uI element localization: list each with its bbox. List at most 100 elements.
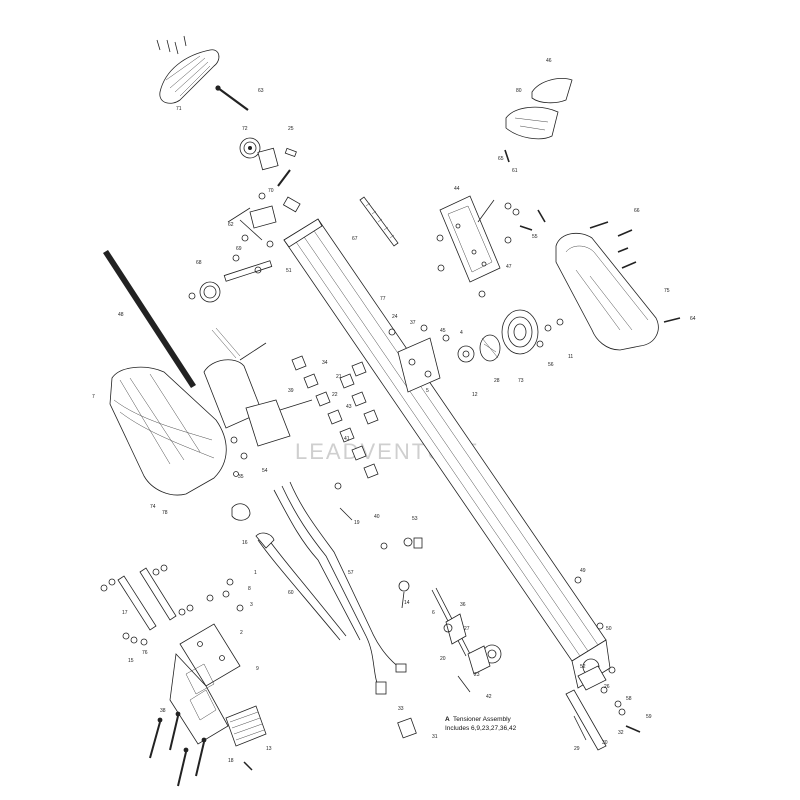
callout: 16 bbox=[242, 540, 248, 546]
bracket-cluster bbox=[227, 192, 277, 248]
callout: 66 bbox=[634, 208, 640, 214]
callout: 54 bbox=[262, 468, 268, 474]
callout: 77 bbox=[380, 296, 386, 302]
callout: 11 bbox=[568, 354, 573, 360]
motor-drum bbox=[457, 309, 564, 363]
rail-end-parts bbox=[565, 576, 641, 751]
callout: 57 bbox=[348, 570, 354, 576]
callout: 63 bbox=[258, 88, 264, 94]
callout: 24 bbox=[392, 314, 398, 320]
callout: 49 bbox=[580, 568, 586, 574]
callout: 60 bbox=[288, 590, 294, 596]
callout: 26 bbox=[604, 684, 610, 690]
tensioner-note: A Tensioner Assembly Includes 6,9,23,27,… bbox=[445, 716, 517, 732]
callout: 1 bbox=[254, 570, 257, 576]
callout-labels: 71 63 72 25 46 80 65 61 44 67 62 66 75 6… bbox=[92, 58, 696, 764]
callout: 4 bbox=[460, 330, 463, 336]
callout: 22 bbox=[332, 392, 338, 398]
callout: 31 bbox=[432, 734, 438, 740]
callout: 78 bbox=[162, 510, 168, 516]
callout: 25 bbox=[288, 126, 294, 132]
callout: 75 bbox=[664, 288, 670, 294]
top-pulley bbox=[239, 137, 301, 213]
callout: 48 bbox=[118, 312, 124, 318]
control-board bbox=[439, 195, 501, 283]
bracket-plate bbox=[169, 623, 241, 745]
callout: 6 bbox=[432, 610, 435, 616]
callout: 44 bbox=[454, 186, 460, 192]
motor-cylinder bbox=[203, 327, 313, 477]
callout: 9 bbox=[256, 666, 259, 672]
callout: 35 bbox=[238, 474, 244, 480]
callout: 33 bbox=[398, 706, 404, 712]
callout: 13 bbox=[266, 746, 272, 752]
callout: 52 bbox=[580, 664, 586, 670]
callout: 34 bbox=[322, 360, 328, 366]
callout: 39 bbox=[288, 388, 294, 394]
right-housing-cover bbox=[555, 221, 681, 351]
callout: 20 bbox=[440, 656, 446, 662]
callout: 43 bbox=[346, 404, 352, 410]
callout: 38 bbox=[160, 708, 166, 714]
slide-pads bbox=[291, 355, 379, 479]
callout: 21 bbox=[336, 374, 342, 380]
callout: 5 bbox=[426, 388, 429, 394]
callout: 61 bbox=[512, 168, 518, 174]
callout: 36 bbox=[460, 602, 466, 608]
small-connector bbox=[231, 482, 353, 549]
callout: 68 bbox=[196, 260, 202, 266]
callout: 42 bbox=[486, 694, 492, 700]
callout: 73 bbox=[518, 378, 524, 384]
callout: 50 bbox=[606, 626, 612, 632]
callout: 2 bbox=[240, 630, 243, 636]
callout: 15 bbox=[128, 658, 134, 664]
callout: 62 bbox=[228, 222, 234, 228]
callout: 51 bbox=[286, 268, 292, 274]
callout: 7 bbox=[92, 394, 95, 400]
callout: 70 bbox=[268, 188, 274, 194]
callout: 56 bbox=[548, 362, 554, 368]
callout: 46 bbox=[546, 58, 552, 64]
rail-bracket bbox=[388, 324, 450, 393]
callout: 65 bbox=[498, 156, 504, 162]
callout: 64 bbox=[690, 316, 696, 322]
callout: 18 bbox=[228, 758, 234, 764]
callout: 8 bbox=[248, 586, 251, 592]
callout: 67 bbox=[352, 236, 358, 242]
tensioner-assembly bbox=[431, 587, 502, 693]
callout: 14 bbox=[404, 600, 410, 606]
callout: 32 bbox=[618, 730, 624, 736]
bolt-long bbox=[215, 85, 249, 111]
mounting-brackets bbox=[100, 564, 244, 646]
center-small-parts bbox=[380, 537, 423, 739]
hatched-plate bbox=[225, 705, 267, 747]
top-handle bbox=[156, 35, 220, 104]
callout: 59 bbox=[646, 714, 652, 720]
callout: 3 bbox=[250, 602, 253, 608]
callout: 71 bbox=[176, 106, 182, 112]
callout: 37 bbox=[410, 320, 416, 326]
note-includes: Includes 6,9,23,27,36,42 bbox=[445, 725, 517, 732]
note-marker: A bbox=[445, 716, 450, 723]
callout: 29 bbox=[574, 746, 580, 752]
callout: 58 bbox=[626, 696, 632, 702]
callout: 80 bbox=[516, 88, 522, 94]
callout: 41 bbox=[344, 436, 350, 442]
callout: 53 bbox=[412, 516, 418, 522]
callout: 17 bbox=[122, 610, 128, 616]
callout: 47 bbox=[506, 264, 512, 270]
callout: 30 bbox=[602, 740, 608, 746]
top-cover bbox=[505, 78, 573, 140]
callout: 27 bbox=[464, 626, 470, 632]
drive-shaft-pulley bbox=[188, 254, 273, 303]
long-bolts bbox=[149, 711, 253, 787]
callout: 19 bbox=[354, 520, 360, 526]
callout: 69 bbox=[236, 246, 242, 252]
callout: 23 bbox=[474, 672, 480, 678]
callout: 28 bbox=[494, 378, 500, 384]
note-title: Tensioner Assembly bbox=[453, 716, 512, 723]
callout: 45 bbox=[440, 328, 446, 334]
long-bar bbox=[103, 250, 196, 388]
board-screws bbox=[436, 149, 546, 298]
